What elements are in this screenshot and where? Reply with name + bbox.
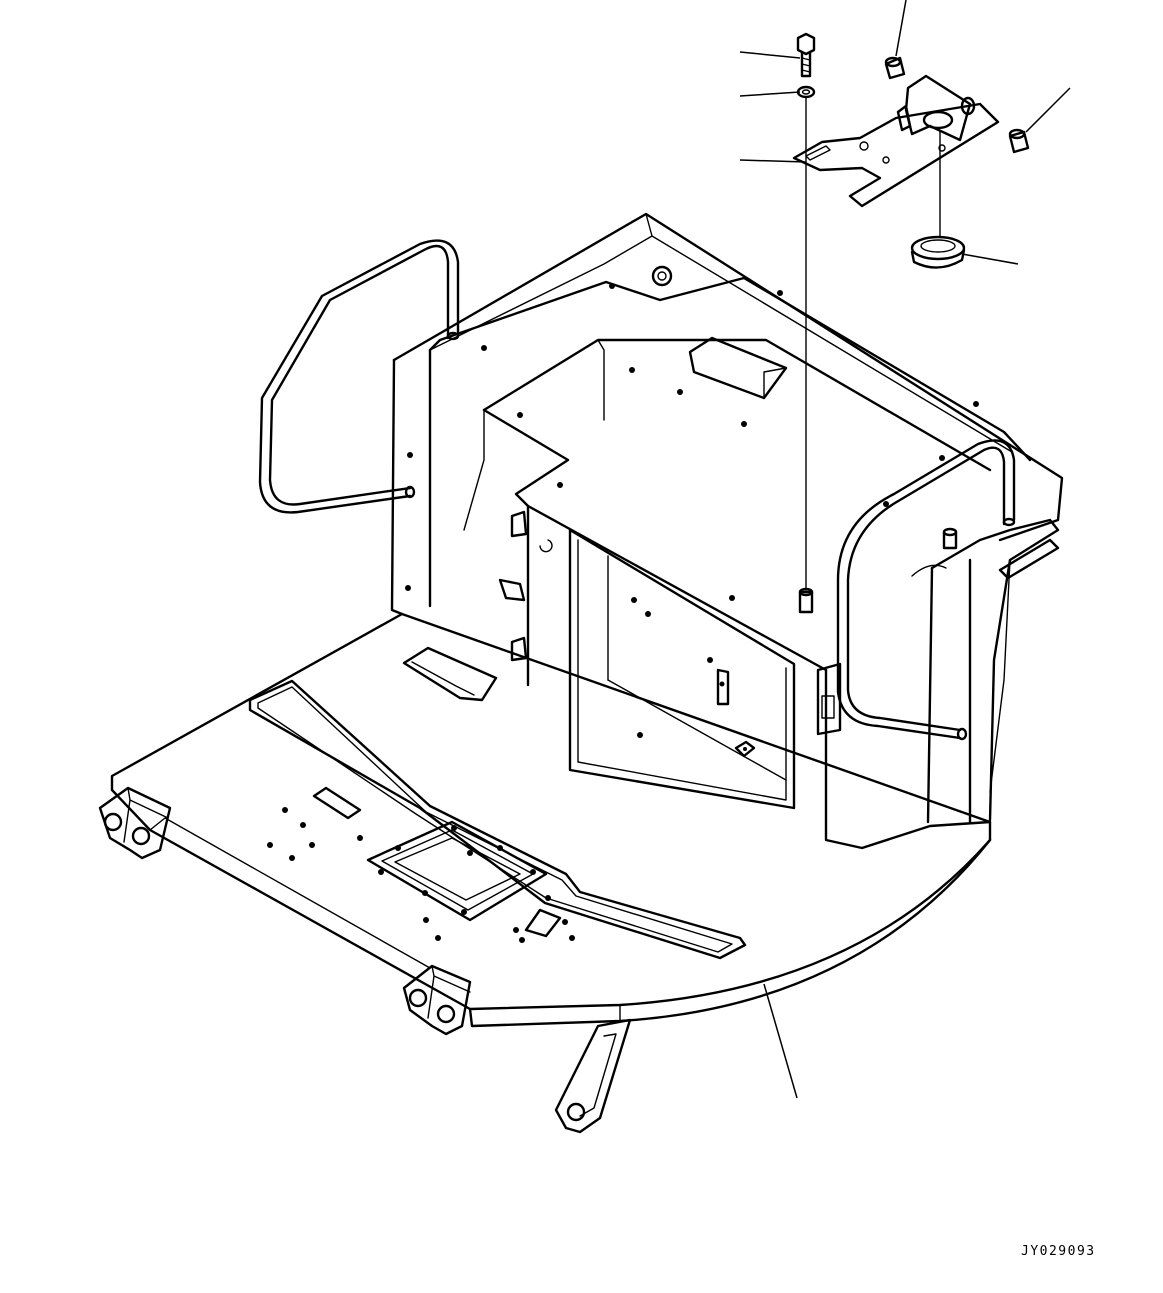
right-side-panel — [816, 518, 1060, 824]
washer — [796, 85, 816, 99]
plate-bracket — [792, 74, 1000, 208]
rear-wall — [390, 212, 1064, 616]
storage-box — [463, 283, 992, 850]
mounting-bracket-front — [402, 964, 472, 1036]
mounting-bracket-left — [98, 786, 172, 860]
assembly-lines — [805, 97, 941, 591]
bushing-right — [1008, 128, 1030, 154]
bolt — [796, 32, 816, 78]
handrail-right — [836, 439, 1016, 741]
handrail-left — [258, 239, 460, 591]
grommet — [910, 235, 966, 269]
leader-lines — [739, 0, 1071, 1099]
floor-holes — [267, 807, 575, 943]
floor-channel — [248, 679, 747, 960]
link-arm — [554, 1018, 632, 1134]
drawing-code: JY029093 — [1021, 1244, 1096, 1259]
inspection-cover — [366, 820, 548, 922]
bushing-top — [884, 56, 906, 80]
floor-slots — [312, 646, 562, 938]
floor-plate — [110, 612, 992, 1028]
